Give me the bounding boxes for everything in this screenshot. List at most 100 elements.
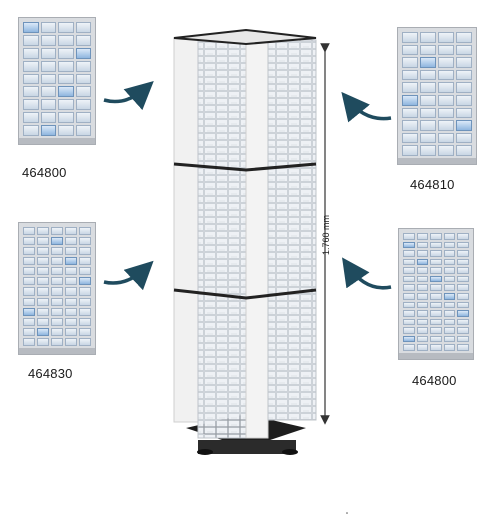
drawer: [65, 317, 77, 326]
drawer: [58, 34, 74, 46]
drawer: [65, 287, 77, 296]
drawer: [457, 335, 469, 343]
drawer: [23, 257, 35, 266]
drawer: [403, 241, 415, 249]
drawer: [37, 257, 49, 266]
drawer: [75, 86, 91, 98]
drawer: [443, 293, 456, 300]
drawer: [456, 120, 472, 131]
drawer: [51, 327, 63, 336]
drawer: [40, 99, 56, 111]
drawer: [430, 301, 442, 309]
drawer: [37, 247, 49, 256]
drawer: [416, 293, 429, 300]
drawer: [40, 34, 56, 46]
drawer: [403, 344, 415, 351]
drawer: [65, 227, 77, 236]
drawer: [456, 69, 472, 81]
drawer: [51, 317, 63, 326]
drawer: [23, 112, 39, 124]
drawer: [420, 44, 436, 56]
drawer: [438, 132, 454, 144]
drawer: [58, 47, 74, 59]
cabinet-base: [19, 348, 95, 354]
drawer: [416, 250, 429, 257]
drawer: [416, 310, 429, 317]
drawer: [51, 257, 63, 266]
drawer: [402, 69, 418, 81]
drawer: [23, 297, 35, 306]
drawer: [40, 112, 56, 124]
drawer: [420, 145, 436, 156]
drawer: [75, 73, 91, 85]
height-dimension-label: 1.760 mm: [321, 214, 332, 256]
drawer: [416, 301, 429, 309]
drawer: [403, 327, 415, 334]
drawer: [65, 267, 77, 276]
drawer: [40, 86, 56, 98]
drawer: [79, 257, 91, 266]
drawer: [23, 237, 35, 246]
drawer: [79, 277, 91, 286]
drawer: [416, 284, 429, 291]
drawer: [416, 258, 429, 266]
drawer: [79, 317, 91, 326]
drawer: [403, 284, 415, 291]
drawer: [402, 107, 418, 119]
drawer: [438, 69, 454, 81]
drawer: [402, 82, 418, 93]
drawer: [456, 145, 472, 156]
arrow-middle-left: [103, 260, 154, 291]
drawer: [438, 120, 454, 131]
drawer: [416, 318, 429, 326]
drawer: [51, 297, 63, 306]
drawer: [420, 82, 436, 93]
drawer: [430, 310, 442, 317]
drawer: [51, 237, 63, 246]
drawer: [79, 247, 91, 256]
drawer: [430, 284, 442, 291]
drawer: [420, 95, 436, 106]
drawer: [457, 293, 469, 300]
drawer: [40, 73, 56, 85]
drawer: [23, 99, 39, 111]
drawer: [402, 120, 418, 131]
drawer: [456, 107, 472, 119]
drawer: [23, 227, 35, 236]
drawer: [75, 60, 91, 72]
drawer: [37, 337, 49, 346]
cabinet-base: [19, 138, 95, 144]
drawer: [65, 237, 77, 246]
drawer: [37, 277, 49, 286]
drawer: [457, 233, 469, 240]
drawer: [420, 107, 436, 119]
tower-right-face: [245, 39, 317, 439]
drawer: [443, 344, 456, 351]
drawer: [23, 60, 39, 72]
cabinet-464800-middle-right: [398, 228, 474, 360]
drawer: [443, 250, 456, 257]
drawer: [79, 237, 91, 246]
drawer: [443, 301, 456, 309]
drawer: [75, 125, 91, 136]
drawer: [79, 287, 91, 296]
drawer: [23, 73, 39, 85]
drawer: [23, 34, 39, 46]
drawer: [430, 258, 442, 266]
drawer: [438, 82, 454, 93]
drawer: [438, 57, 454, 68]
drawer: [416, 344, 429, 351]
drawer: [457, 241, 469, 249]
drawer: [430, 327, 442, 334]
drawer: [430, 275, 442, 283]
drawer: [402, 132, 418, 144]
drawer: [75, 112, 91, 124]
drawer: [23, 327, 35, 336]
stray-dot: [346, 512, 348, 514]
drawer: [402, 145, 418, 156]
drawer: [420, 120, 436, 131]
drawer: [456, 44, 472, 56]
drawer: [402, 32, 418, 43]
drawer: [58, 60, 74, 72]
drawer: [79, 227, 91, 236]
